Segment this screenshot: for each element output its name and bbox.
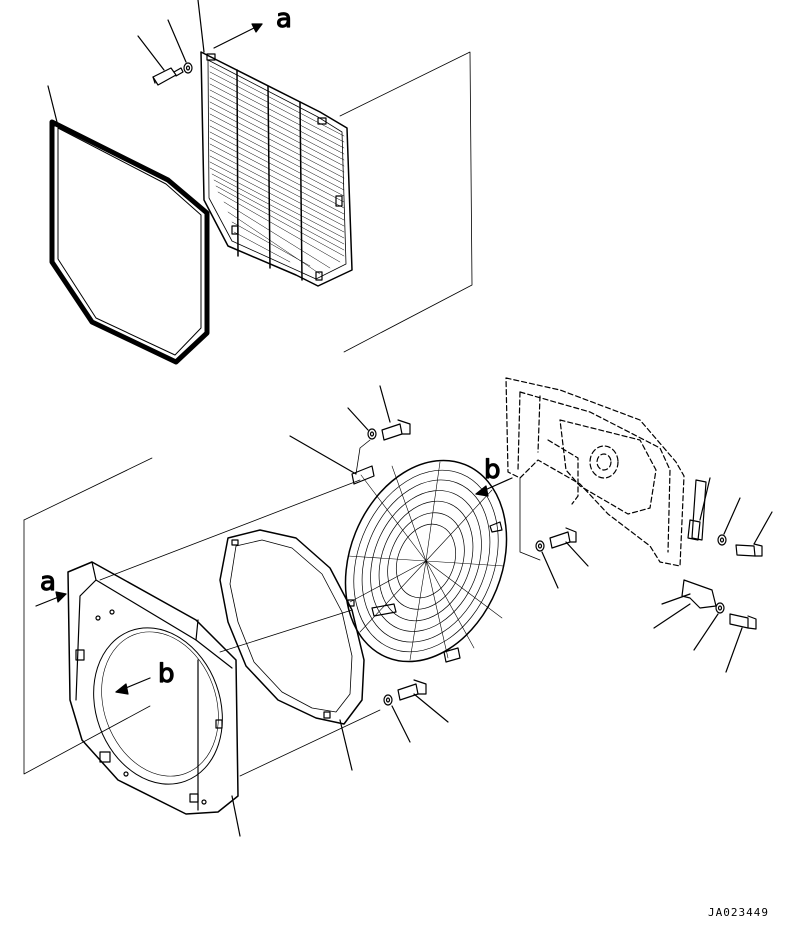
leader-line-bolt-lr [725,627,743,673]
leader-line-clip-lower [653,603,691,629]
callout-a-top: a [276,4,292,34]
clip-lower [661,579,717,609]
shroud-ring [219,529,365,725]
bolt-bracket [549,527,577,549]
leader-line-bolt-bracket [565,541,589,567]
screen-mesh [209,65,345,275]
bolt-fan-upper [381,419,411,441]
guide-lines-bottom [23,457,381,777]
protective-screen [200,51,353,287]
leader-line-bolt-ur [753,511,773,545]
fan-shroud [67,561,239,815]
rubber-gasket [49,119,210,365]
leader-line-gasket [47,85,58,123]
washer-fan-upper [367,428,377,440]
leader-line-washer-lr [693,613,719,651]
leader-line-bolt-fan-upper [379,385,391,423]
fan-guard [344,459,508,663]
drawing-code: JA023449 [708,906,769,919]
leader-line-bolt-ring [413,693,449,723]
leader-line-screen [197,0,205,53]
fan-bracket-plate [505,377,685,567]
leader-line-washer-top [167,19,187,63]
callout-b-left: b [158,659,175,689]
guide-line-top [339,51,473,353]
leader-line-washer-ur [723,497,741,535]
callout-b-fan: b [484,455,501,485]
leader-line-fan-guard [289,435,357,475]
washer-lower-right [715,602,725,614]
bolt-upper-right [735,543,763,557]
leader-line-washer-fan-upper [347,407,369,431]
leader-line-ring [339,719,353,771]
leader-line-bolt-top [137,35,165,71]
leader-line-washer-bracket [541,551,559,589]
washer-ring [383,694,393,706]
washer-screen-mount [183,62,193,74]
bolt-screen-mount [152,67,184,86]
leader-line-clip [699,477,711,521]
guide-line-bracket [519,477,541,561]
clip-upper [687,479,707,541]
leader-line-shroud [231,795,241,837]
bolt-ring [397,679,427,701]
washer-bracket [535,540,545,552]
callout-a-left: a [40,567,56,597]
leader-line-washer-ring [391,705,411,743]
washer-upper-right [717,534,727,546]
bolt-lower-right [729,613,757,630]
